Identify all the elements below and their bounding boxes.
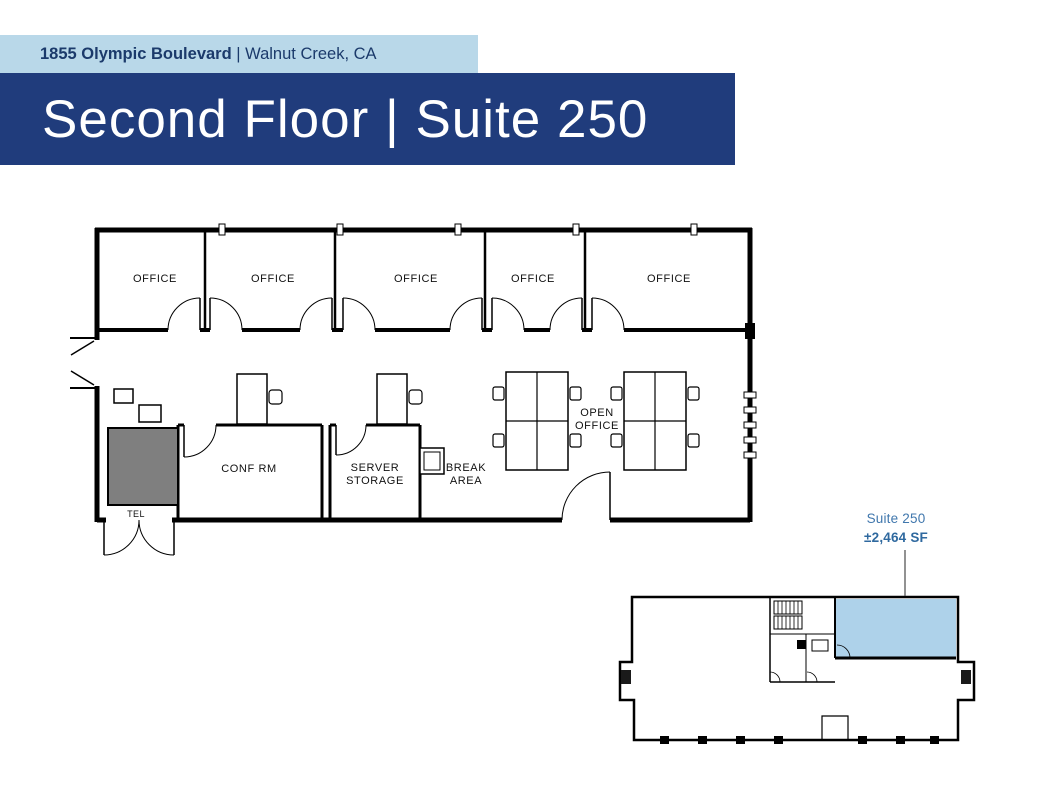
server-storage-label-line1: SERVER xyxy=(351,462,400,474)
keyplan-entry-notch xyxy=(821,715,849,740)
building-core xyxy=(769,597,835,683)
double-exit-door xyxy=(103,519,175,556)
keyplan-outline xyxy=(618,595,976,742)
window-mullions-right xyxy=(743,391,757,459)
office-label-2: OFFICE xyxy=(251,273,295,285)
rear-door xyxy=(561,471,611,521)
page-title: Second Floor | Suite 250 xyxy=(42,89,649,149)
office-label-1: OFFICE xyxy=(133,273,177,285)
floor-plan: OFFICE OFFICE OFFICE OFFICE OFFICE CONF … xyxy=(70,223,757,556)
tel-room xyxy=(107,427,179,506)
workstation-desks xyxy=(236,373,423,425)
callout-suite-name: Suite 250 xyxy=(867,511,926,526)
reception-furniture xyxy=(113,388,162,423)
open-office-label-line1: OPEN xyxy=(580,407,614,419)
server-storage-room xyxy=(328,423,422,520)
open-office-label-line2: OFFICE xyxy=(575,420,619,432)
break-area-counter xyxy=(419,447,445,475)
server-storage-label-line2: STORAGE xyxy=(346,475,404,487)
cubicle-cluster-2 xyxy=(610,371,700,471)
office-divider-walls xyxy=(203,232,587,328)
cubicle-cluster-1 xyxy=(492,371,582,471)
key-plan: Suite 250 ±2,464 SF xyxy=(618,511,976,744)
address-street: 1855 Olympic Boulevard xyxy=(40,44,232,63)
conf-room-label: CONF RM xyxy=(221,463,277,475)
wall-column-block xyxy=(745,323,755,339)
window-mullions-top xyxy=(218,223,698,236)
facade-columns xyxy=(660,736,939,744)
office-door-leaves xyxy=(199,298,593,330)
address-city: | Walnut Creek, CA xyxy=(231,44,377,63)
office-label-5: OFFICE xyxy=(647,273,691,285)
suite-250-highlight xyxy=(836,599,956,657)
exterior-walls xyxy=(94,227,753,523)
break-area-label-line1: BREAK xyxy=(446,462,486,474)
conference-room xyxy=(176,423,324,520)
break-area-label-line2: AREA xyxy=(450,475,482,487)
office-door-arcs xyxy=(167,297,625,331)
title-banner: Second Floor | Suite 250 xyxy=(0,73,735,165)
office-label-4: OFFICE xyxy=(511,273,555,285)
address-banner: 1855 Olympic Boulevard | Walnut Creek, C… xyxy=(0,35,478,73)
tel-room-label: TEL xyxy=(127,509,145,519)
main-entry-doors xyxy=(70,337,97,389)
right-wing-column xyxy=(961,670,971,684)
office-label-3: OFFICE xyxy=(394,273,438,285)
left-wing-column xyxy=(621,670,631,684)
callout-suite-area: ±2,464 SF xyxy=(864,530,928,545)
suite-250-door-arc xyxy=(836,644,851,659)
